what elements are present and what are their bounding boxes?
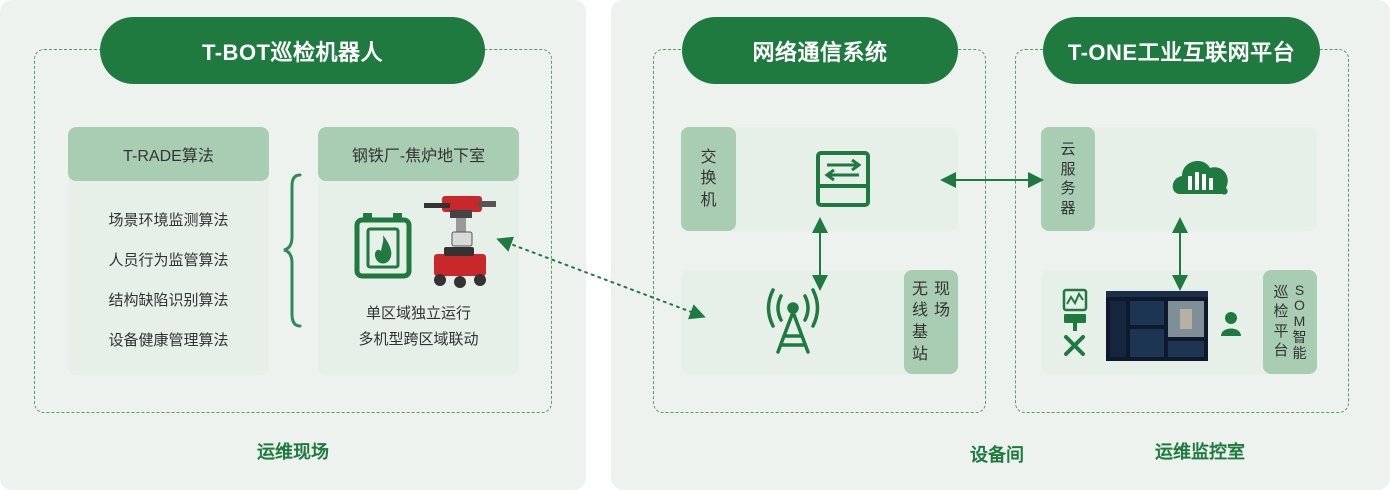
wireless-label-char: 线 (911, 302, 928, 320)
cloud-server-icon (1172, 161, 1228, 195)
server-label-char: 云 (1060, 141, 1076, 158)
control-room-label: 运维监控室 (1155, 442, 1245, 462)
cloud-server-tab: 云 服 务 器 (1041, 127, 1095, 231)
server-label-char: 服 (1060, 160, 1076, 178)
wireless-label-char: 站 (911, 345, 928, 363)
monitor-tools-icon (1062, 288, 1088, 356)
wireless-tab: 无 线 基 站 现 场 (904, 270, 958, 374)
site-label: 运维现场 (257, 442, 329, 462)
som-label-char: 能 (1292, 344, 1307, 361)
tbot-title: T-BOT巡检机器人 (100, 17, 485, 84)
som-label-char: S (1294, 281, 1305, 298)
monitoring-screen-thumbnail (1106, 291, 1208, 361)
user-icon (1221, 312, 1241, 336)
som-label-char: O (1294, 297, 1305, 314)
algorithm-item: 设备健康管理算法 (108, 332, 229, 349)
group-brace (283, 173, 302, 328)
equipment-room-label: 设备间 (970, 445, 1024, 465)
algorithm-card-header: T-RADE算法 (68, 127, 269, 181)
som-label-char: 巡 (1273, 283, 1289, 301)
platform-title: T-ONE工业互联网平台 (1043, 17, 1320, 84)
server-label-char: 务 (1060, 180, 1076, 197)
site-line-2: 多机型跨区域联动 (358, 331, 479, 348)
wireless-label-char: 场 (934, 302, 951, 320)
algorithm-item: 结构缺陷识别算法 (108, 292, 229, 309)
furnace-flame-icon (354, 213, 412, 279)
server-label-char: 器 (1060, 199, 1076, 217)
algorithm-card: T-RADE算法 场景环境监测算法 人员行为监管算法 结构缺陷识别算法 设备健康… (68, 127, 269, 375)
som-platform-tab: 巡 检 平 台 S O M 智 能 (1263, 270, 1317, 374)
site-card-header: 钢铁厂-焦炉地下室 (318, 127, 519, 181)
som-label-char: 智 (1292, 328, 1307, 345)
network-title: 网络通信系统 (682, 17, 958, 84)
som-label-char: 检 (1273, 303, 1289, 321)
switch-label-char: 机 (700, 191, 717, 209)
wireless-label-char: 基 (911, 324, 928, 341)
antenna-tower-icon (766, 288, 820, 354)
algorithm-item: 场景环境监测算法 (108, 212, 229, 229)
som-label-char: 台 (1273, 342, 1289, 360)
wireless-label-char: 无 (911, 280, 928, 298)
robot-icon (424, 196, 496, 288)
site-card: 钢铁厂-焦炉地下室 单区域独立运行 多机型跨区域联动 (318, 127, 519, 375)
site-wireless-link (496, 236, 706, 320)
switch-label-char: 交 (700, 148, 717, 166)
som-label-char: M (1293, 313, 1306, 330)
algorithm-item: 人员行为监管算法 (108, 252, 229, 269)
switch-tab: 交 换 机 (681, 127, 736, 231)
wireless-label-char: 现 (934, 280, 951, 298)
switch-icon (816, 151, 870, 207)
som-label-char: 平 (1273, 322, 1289, 340)
switch-label-char: 换 (700, 170, 717, 188)
site-line-1: 单区域独立运行 (365, 305, 471, 322)
